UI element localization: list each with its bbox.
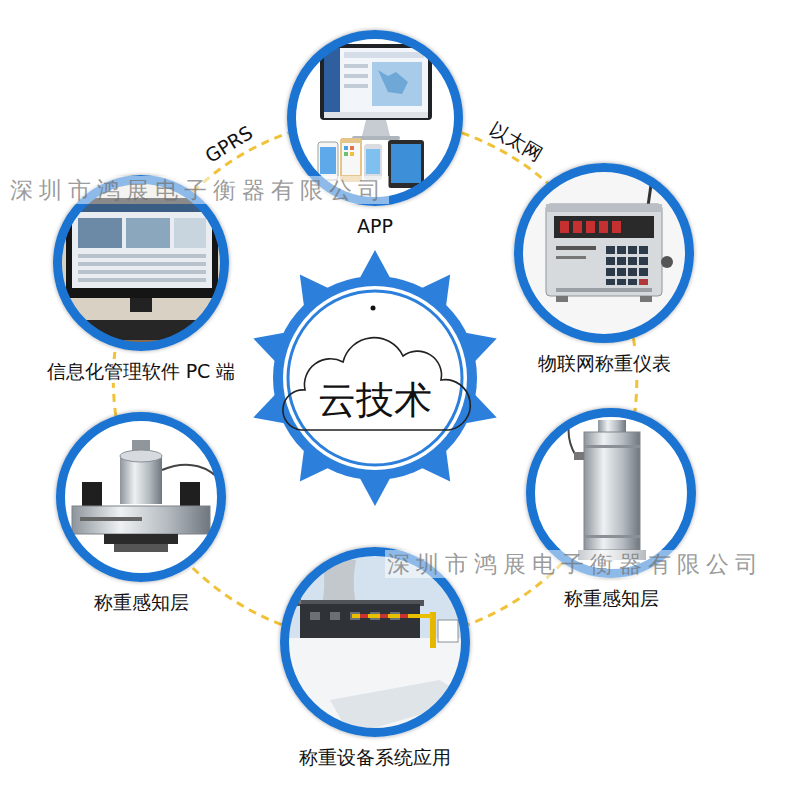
node-label: 称重感知层 — [90, 590, 193, 614]
cloud-dot — [371, 306, 376, 311]
watermark: 深圳市鸿展电子衡器有限公司 — [8, 176, 389, 204]
edge-label: 以太网 — [482, 114, 550, 168]
circle-frame — [514, 163, 694, 343]
label-row: 称重感知层 — [55, 590, 227, 614]
cloud-hub: 云技术 — [245, 248, 505, 508]
device-node: 称重感知层 — [55, 412, 227, 614]
label-row: 称重感知层 — [525, 586, 697, 610]
beam-load-cell-picture — [56, 412, 226, 582]
device-node: 信息化管理软件 PC 端 — [42, 175, 241, 383]
circle-frame — [56, 412, 226, 582]
edge-label: GPRS — [197, 118, 260, 170]
ring-connector — [191, 566, 282, 625]
node-label: APP — [353, 214, 397, 238]
weighing-indicator-picture — [514, 163, 694, 343]
device-node: APP — [286, 30, 464, 238]
node-label: 称重感知层 — [560, 586, 663, 610]
label-row: APP — [286, 214, 464, 238]
label-row: 信息化管理软件 PC 端 — [42, 359, 241, 383]
label-row: 物联网称重仪表 — [513, 351, 695, 375]
watermark: 深圳市鸿展电子衡器有限公司 — [385, 550, 766, 578]
hub-label: 云技术 — [245, 378, 505, 422]
label-row: 称重设备系统应用 — [279, 745, 471, 769]
node-label: 称重设备系统应用 — [295, 745, 455, 769]
device-node: 物联网称重仪表 — [513, 163, 695, 375]
node-label: 信息化管理软件 PC 端 — [43, 359, 240, 383]
device-node: 称重感知层 — [525, 408, 697, 610]
node-label: 物联网称重仪表 — [534, 351, 675, 375]
device-node: 称重设备系统应用 — [279, 547, 471, 769]
